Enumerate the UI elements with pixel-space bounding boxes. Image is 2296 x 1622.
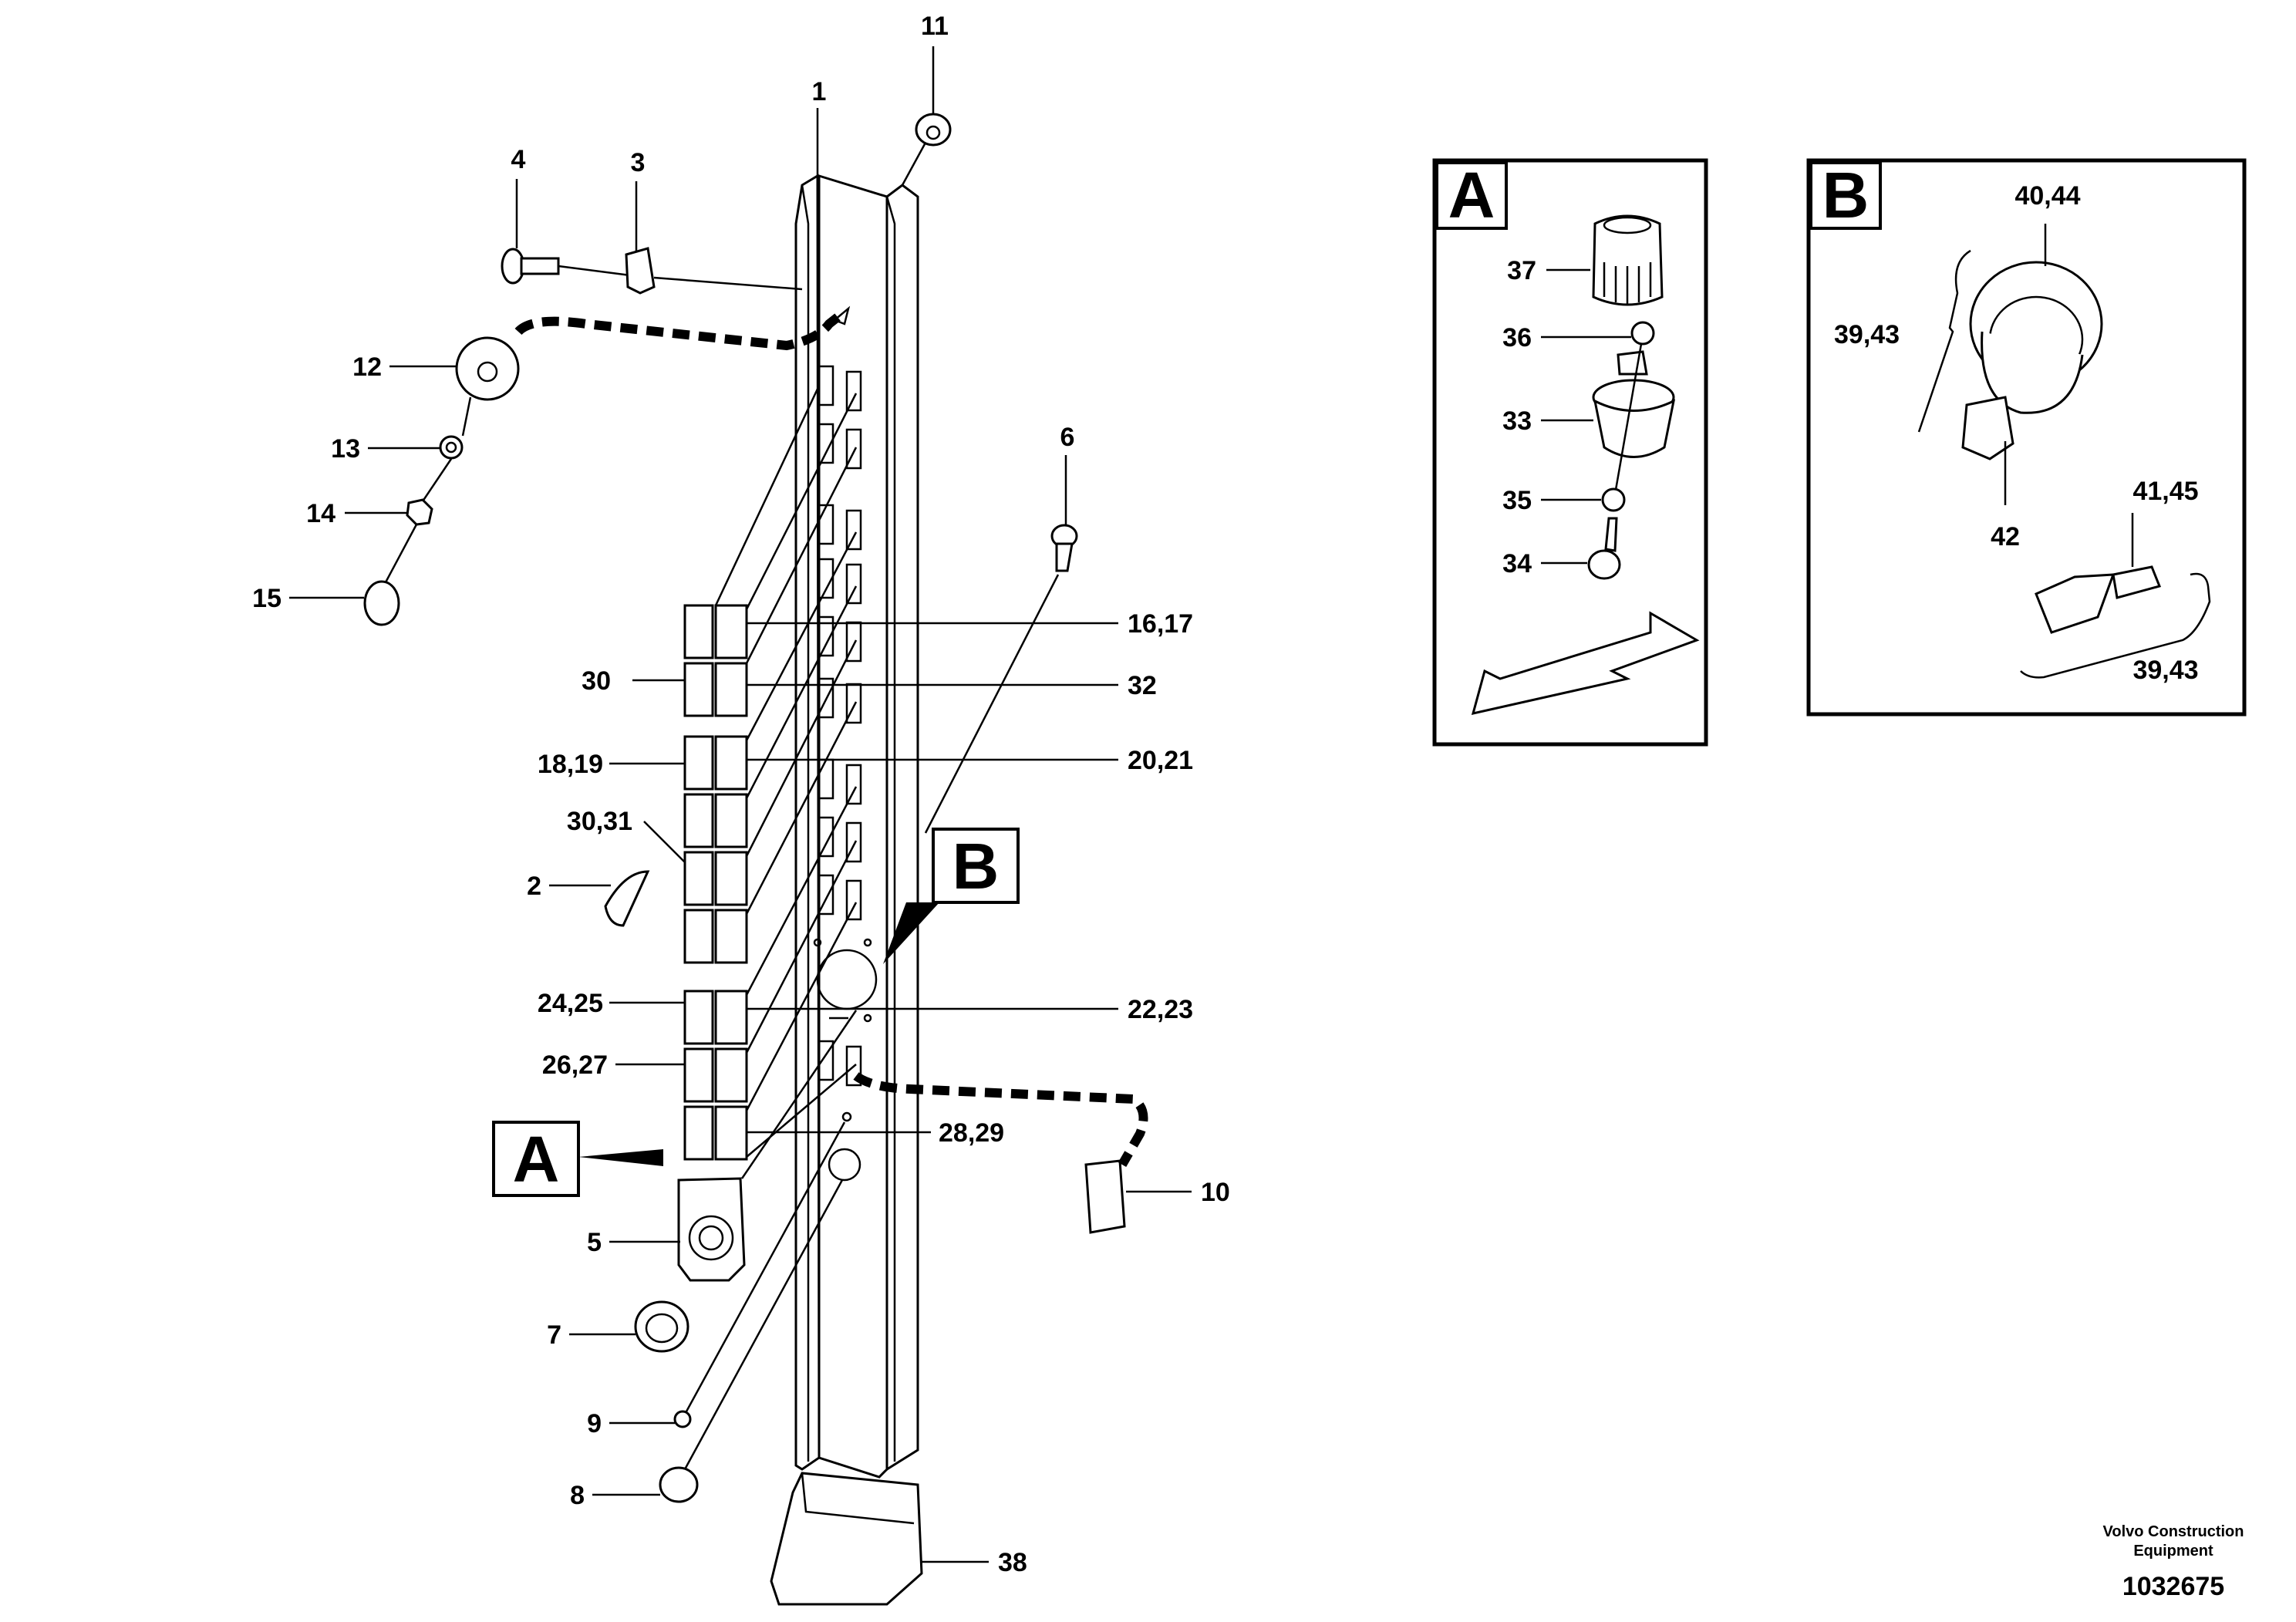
callout-9: 9	[587, 1409, 602, 1438]
switch-stack	[683, 385, 858, 1161]
screw-6	[924, 524, 1078, 834]
column-slots	[813, 365, 878, 1182]
callout-6: 6	[1060, 423, 1075, 452]
callout-8: 8	[570, 1481, 585, 1510]
callout-10: 10	[1201, 1178, 1230, 1207]
detail-a-item-35: 35	[1502, 486, 1532, 515]
callout-14: 14	[306, 499, 335, 528]
callout-5: 5	[587, 1228, 602, 1257]
callout-18-19: 18,19	[538, 750, 603, 779]
screw-4	[501, 248, 637, 285]
callout-20-21: 20,21	[1128, 746, 1193, 775]
callout-4: 4	[511, 145, 526, 174]
connector-10	[1084, 1159, 1126, 1234]
detail-a-item-36: 36	[1502, 323, 1532, 352]
callout-13: 13	[331, 434, 360, 464]
clip-3	[625, 247, 803, 295]
switch-panel-column	[794, 174, 919, 1479]
callout-28-29: 28,29	[939, 1118, 1004, 1148]
drawing-number: 1032675	[2122, 1572, 2224, 1601]
callout-30: 30	[582, 666, 611, 696]
detail-b-item-41-45: 41,45	[2132, 477, 2198, 506]
plug-9	[673, 1410, 692, 1428]
callout-1: 1	[812, 77, 827, 106]
callout-16-17: 16,17	[1128, 609, 1193, 639]
detail-view-b: B 40,44 39,43 42 41,45 39,43	[1806, 158, 2247, 717]
detail-a-item-37: 37	[1507, 256, 1536, 285]
cover-2	[604, 870, 650, 927]
callout-7: 7	[547, 1320, 561, 1350]
detail-b-letter: B	[1822, 159, 1870, 231]
knob-15	[363, 580, 400, 626]
callout-3: 3	[631, 148, 646, 177]
detail-a-item-34: 34	[1502, 549, 1532, 578]
credit-line-2: Equipment	[2133, 1543, 2213, 1560]
detail-b-item-39-43-left: 39,43	[1834, 320, 1900, 349]
credit-line-1: Volvo Construction	[2103, 1523, 2244, 1540]
callout-15: 15	[252, 584, 282, 613]
detail-a-letter: A	[1448, 159, 1495, 231]
callout-24-25: 24,25	[538, 989, 603, 1018]
callout-2: 2	[527, 872, 541, 901]
callout-26-27: 26,27	[542, 1050, 608, 1080]
callout-labels: 1 11 4 3 12 13 14 15 6 16,17 30 32 18,19…	[252, 12, 1230, 1577]
callout-38: 38	[998, 1548, 1027, 1577]
nut-14	[406, 498, 433, 526]
rotary-switch-12	[455, 336, 520, 401]
callout-30-31: 30,31	[567, 807, 632, 836]
ignition-housing-5	[677, 1010, 858, 1282]
detail-a-item-33: 33	[1502, 406, 1532, 436]
view-letter-a: A	[513, 1123, 560, 1195]
detail-view-a: A 37 36 33 35 34	[1432, 158, 1708, 747]
view-a-pointer: A	[492, 1121, 663, 1197]
callout-32: 32	[1128, 671, 1157, 700]
grommet-7	[634, 1300, 689, 1353]
view-letter-b: B	[952, 830, 1000, 902]
detail-b-item-39-43-bottom: 39,43	[2132, 656, 2198, 685]
washer-13	[439, 435, 464, 460]
detail-b-item-40-44: 40,44	[2014, 181, 2080, 211]
boot-38	[770, 1472, 923, 1606]
detail-b-item-42: 42	[1991, 522, 2020, 551]
callout-11: 11	[921, 12, 949, 41]
callout-12: 12	[352, 352, 382, 382]
callout-leaders	[289, 46, 1192, 1563]
callout-22-23: 22,23	[1128, 995, 1193, 1024]
cap-nut-11	[901, 113, 952, 186]
plug-8	[659, 1466, 699, 1503]
view-b-pointer: B	[883, 828, 1020, 964]
